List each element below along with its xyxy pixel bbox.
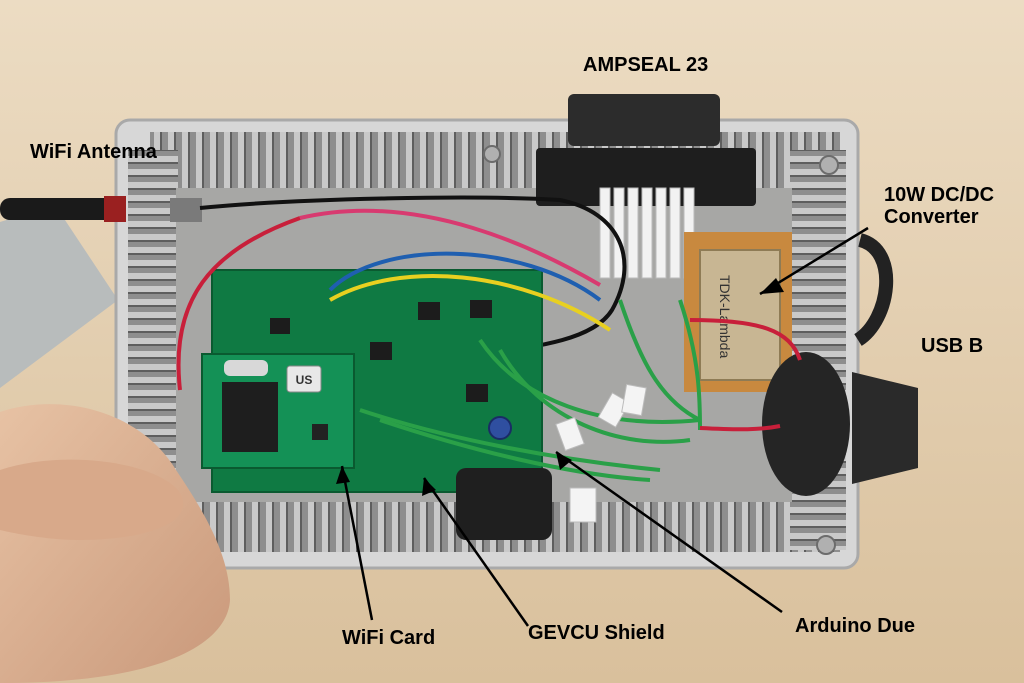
ampseal-connector-inner	[536, 148, 756, 206]
usb-b-label: USB B	[921, 335, 984, 357]
wifi-module-chip	[222, 382, 278, 452]
wifi-antenna-collar	[104, 196, 126, 222]
dcdc-converter-label-line2: Converter	[884, 206, 979, 228]
dcdc-converter-label: 10W DC/DC Converter	[884, 184, 994, 228]
arrowhead	[422, 478, 436, 496]
ampseal-label: AMPSEAL 23	[583, 54, 709, 76]
wifi-antenna-label: WiFi Antenna	[30, 141, 157, 163]
wifi-small-chip	[312, 424, 328, 440]
usb-b-flange	[762, 352, 850, 496]
usb-cable	[853, 233, 894, 346]
screw	[483, 145, 501, 163]
wifi-card-label: WiFi Card	[342, 627, 436, 649]
screw	[816, 535, 836, 555]
module-badge-text: US	[296, 373, 313, 387]
dcdc-converter-module	[699, 249, 781, 381]
wifi-module-badge	[286, 365, 322, 393]
antenna-cable	[199, 195, 627, 362]
screw	[819, 155, 839, 175]
arrowhead	[760, 278, 784, 294]
antenna-bulkhead	[170, 198, 202, 222]
wire-tags	[555, 383, 647, 523]
wifi-antenna-rod	[0, 198, 122, 220]
arduino-due-label: Arduino Due	[795, 615, 915, 637]
capacitor	[488, 416, 512, 440]
arrowhead	[556, 452, 572, 470]
wiring	[176, 208, 802, 482]
dcdc-converter-label-line1: 10W DC/DC	[884, 184, 995, 206]
bottom-connector	[456, 468, 552, 540]
gevcu-shield-label: GEVCU Shield	[528, 622, 665, 644]
shield-chips	[270, 300, 492, 402]
crystal	[224, 360, 268, 376]
grey-sheet	[0, 205, 118, 388]
converter-print: TDK-Lambda	[717, 275, 733, 358]
arrowhead	[336, 466, 350, 484]
usb-b-housing	[852, 372, 918, 484]
thumb	[0, 459, 184, 540]
ampseal-connector-body	[568, 94, 720, 146]
